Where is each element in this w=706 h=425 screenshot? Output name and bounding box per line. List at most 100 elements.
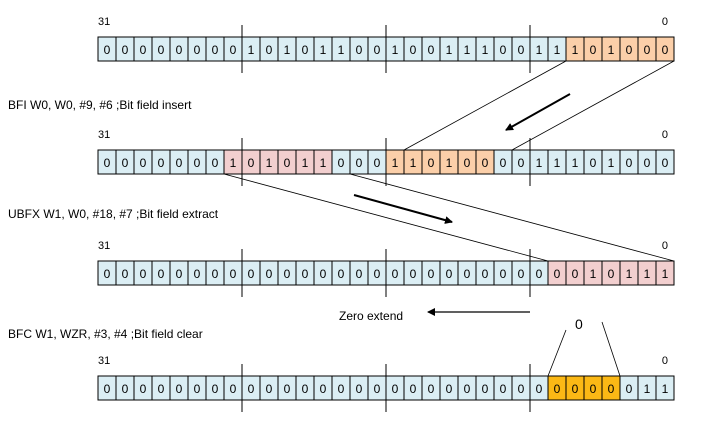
bit-value: 1 bbox=[644, 382, 651, 396]
bit-value: 0 bbox=[212, 267, 219, 281]
lsb-label: 0 bbox=[662, 16, 668, 28]
bit-value: 0 bbox=[158, 156, 165, 170]
bit-value: 0 bbox=[554, 267, 561, 281]
ubfx-direction-arrow bbox=[353, 194, 453, 224]
bit-value: 0 bbox=[266, 43, 273, 57]
bit-value: 0 bbox=[320, 382, 327, 396]
bit-value: 1 bbox=[464, 43, 471, 57]
bit-value: 0 bbox=[176, 43, 183, 57]
bit-value: 0 bbox=[230, 43, 237, 57]
msb-label: 31 bbox=[98, 129, 110, 141]
bit-value: 1 bbox=[608, 43, 615, 57]
bit-cell bbox=[655, 149, 675, 175]
lsb-label: 0 bbox=[662, 129, 668, 141]
bit-value: 0 bbox=[320, 267, 327, 281]
bit-value: 0 bbox=[248, 156, 255, 170]
bit-value: 0 bbox=[194, 267, 201, 281]
bit-value: 0 bbox=[572, 267, 579, 281]
ubfx-connector-right bbox=[349, 173, 675, 262]
bit-value: 0 bbox=[194, 43, 201, 57]
bit-value: 0 bbox=[536, 382, 543, 396]
bit-value: 0 bbox=[194, 156, 201, 170]
bit-value: 1 bbox=[482, 43, 489, 57]
bit-value: 0 bbox=[626, 382, 633, 396]
bit-value: 0 bbox=[428, 43, 435, 57]
bit-value: 1 bbox=[338, 43, 345, 57]
bit-value: 1 bbox=[392, 156, 399, 170]
bit-value: 0 bbox=[374, 267, 381, 281]
bit-value: 1 bbox=[662, 267, 669, 281]
bit-value: 0 bbox=[374, 156, 381, 170]
ubfx-instruction-label: UBFX W1, W0, #18, #7 ;Bit field extract bbox=[8, 207, 219, 221]
bit-value: 0 bbox=[518, 382, 525, 396]
bit-value: 0 bbox=[464, 156, 471, 170]
bit-value: 0 bbox=[410, 382, 417, 396]
bit-value: 0 bbox=[338, 267, 345, 281]
bit-value: 0 bbox=[428, 267, 435, 281]
bit-value: 1 bbox=[302, 156, 309, 170]
bit-value: 0 bbox=[374, 382, 381, 396]
bit-value: 0 bbox=[284, 382, 291, 396]
bit-value: 0 bbox=[230, 382, 237, 396]
bit-value: 1 bbox=[284, 43, 291, 57]
ubfx-connector-left bbox=[223, 173, 549, 262]
bit-value: 0 bbox=[374, 43, 381, 57]
bit-value: 0 bbox=[482, 267, 489, 281]
bit-value: 0 bbox=[500, 267, 507, 281]
bit-value: 0 bbox=[446, 267, 453, 281]
bit-value: 0 bbox=[608, 382, 615, 396]
bit-value: 1 bbox=[536, 156, 543, 170]
bit-value: 0 bbox=[338, 382, 345, 396]
bit-value: 0 bbox=[356, 267, 363, 281]
bit-value: 0 bbox=[104, 267, 111, 281]
bit-value: 0 bbox=[518, 156, 525, 170]
bit-value: 0 bbox=[662, 156, 669, 170]
bit-value: 1 bbox=[410, 156, 417, 170]
lsb-label: 0 bbox=[662, 355, 668, 367]
bit-value: 0 bbox=[122, 156, 129, 170]
bit-cell bbox=[655, 36, 675, 62]
bit-value: 0 bbox=[248, 267, 255, 281]
bit-value: 0 bbox=[554, 382, 561, 396]
bit-value: 0 bbox=[158, 382, 165, 396]
bit-value: 0 bbox=[122, 382, 129, 396]
bit-value: 0 bbox=[464, 267, 471, 281]
bit-value: 1 bbox=[644, 267, 651, 281]
bit-value: 0 bbox=[356, 382, 363, 396]
bit-value: 0 bbox=[356, 156, 363, 170]
bit-value: 0 bbox=[500, 43, 507, 57]
msb-label: 31 bbox=[98, 355, 110, 367]
bit-value: 1 bbox=[536, 43, 543, 57]
bit-value: 1 bbox=[572, 156, 579, 170]
bit-value: 0 bbox=[158, 267, 165, 281]
bit-value: 0 bbox=[536, 267, 543, 281]
bit-value: 0 bbox=[392, 382, 399, 396]
bit-value: 0 bbox=[230, 267, 237, 281]
bit-value: 0 bbox=[590, 43, 597, 57]
bit-value: 0 bbox=[644, 156, 651, 170]
zero-connector-left bbox=[547, 329, 567, 377]
bit-value: 1 bbox=[266, 156, 273, 170]
bit-value: 0 bbox=[590, 156, 597, 170]
bit-value: 0 bbox=[410, 267, 417, 281]
bit-value: 0 bbox=[212, 382, 219, 396]
bit-value: 0 bbox=[176, 267, 183, 281]
bit-value: 0 bbox=[500, 382, 507, 396]
bfc-instruction-label: BFC W1, WZR, #3, #4 ;Bit field clear bbox=[8, 327, 203, 341]
bit-value: 1 bbox=[662, 382, 669, 396]
bit-value: 0 bbox=[356, 43, 363, 57]
bit-cell bbox=[655, 260, 675, 286]
bit-value: 0 bbox=[392, 267, 399, 281]
bit-cell bbox=[655, 375, 675, 401]
bit-value: 0 bbox=[428, 156, 435, 170]
bfi-direction-arrow bbox=[505, 93, 571, 131]
zero-connector-right bbox=[601, 321, 621, 377]
bit-value: 1 bbox=[320, 43, 327, 57]
bit-value: 0 bbox=[302, 267, 309, 281]
bit-value: 0 bbox=[122, 267, 129, 281]
bit-value: 1 bbox=[446, 156, 453, 170]
msb-label: 31 bbox=[98, 16, 110, 28]
bit-value: 0 bbox=[590, 382, 597, 396]
